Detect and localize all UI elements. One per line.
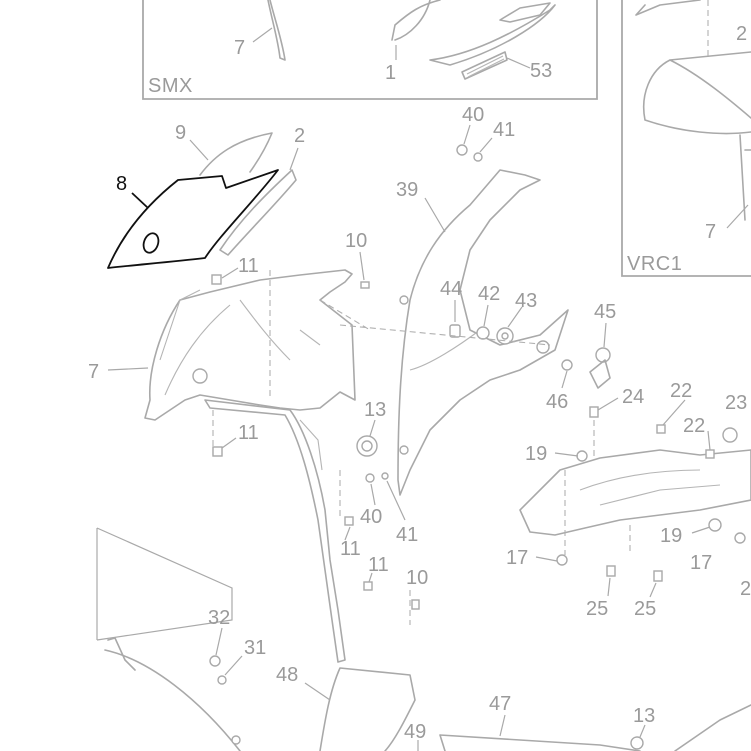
callout-10-top: 10: [345, 230, 367, 252]
side-fairing: [204, 399, 411, 663]
bottom-left-bracket: [96, 527, 233, 641]
smx-inset-label: SMX: [148, 75, 193, 97]
callout-11-a: 11: [238, 255, 259, 277]
callout-10-lower: 10: [406, 567, 428, 589]
part-8-hole: [142, 232, 160, 254]
callout-2-vrc1: 2: [736, 23, 747, 45]
vrc1-inset-frame: [621, 0, 751, 277]
smx-cowl-part: [391, 0, 441, 41]
part-8-leader: [131, 192, 149, 209]
callout-11-c: 11: [340, 538, 361, 560]
clips-lower: 11 11 10: [340, 516, 428, 610]
part-47-strip: [439, 734, 641, 751]
callout-2: 2: [294, 125, 305, 147]
callout-1: 1: [385, 62, 396, 84]
callout-7-smx: 7: [234, 37, 245, 59]
vrc1-inset-label: VRC1: [627, 253, 682, 275]
smx-fairing-part: [267, 0, 286, 61]
callout-40-middle: 40: [360, 506, 382, 528]
smx-decal-53: [461, 51, 508, 80]
upper-fairing-inner-line: [159, 289, 231, 396]
callout-44: 44: [440, 278, 462, 300]
bottom-assembly: 32 31 48 47 49 13 2: [96, 527, 751, 751]
part-2-trim: [219, 169, 297, 256]
smx-inset-frame: [142, 0, 598, 100]
callout-19-right: 19: [660, 525, 682, 547]
lower-cowl-ribs: [579, 469, 721, 506]
part-8-screen-outline: [107, 169, 279, 269]
callout-7-main: 7: [88, 361, 99, 383]
lower-cowl-assembly: 24 22 22 23 19 19 17 17 25 25: [506, 380, 751, 620]
vrc1-fairing-edge: [739, 134, 751, 221]
part-48-belly-pan: [319, 667, 416, 751]
callout-45: 45: [594, 301, 616, 323]
upper-fairing-mount: [192, 368, 208, 384]
callout-13-lower: 13: [633, 705, 655, 727]
windscreen-parts: 9 2: [175, 122, 305, 256]
callout-8: 8: [116, 173, 127, 195]
part-39-outline: [397, 169, 569, 496]
callout-25-left: 25: [586, 598, 608, 620]
callout-41-middle: 41: [396, 524, 418, 546]
vrc1-upper-part: [635, 0, 701, 16]
part-39-fold: [409, 329, 481, 371]
callout-39: 39: [396, 179, 418, 201]
smx-side-panel-detail: [499, 2, 551, 23]
vrc1-inset: VRC1 2 7: [621, 0, 751, 277]
callout-46: 46: [546, 391, 568, 413]
vrc1-fairing-part: [643, 51, 751, 135]
upper-fairing-outline: [144, 269, 356, 421]
callout-49: 49: [404, 721, 426, 743]
callout-17-right: 17: [690, 552, 712, 574]
smx-side-panel-part: [429, 4, 556, 66]
callout-2-right-edge: 2: [740, 578, 751, 600]
callout-43: 43: [515, 290, 537, 312]
upper-fairing-fold: [239, 299, 321, 361]
part-39-panel: 39: [396, 169, 569, 496]
hardware-group-right: 44 42 43 45 46: [339, 278, 616, 413]
hardware-40-41-top: 40 41: [456, 104, 515, 162]
callout-41-top: 41: [493, 119, 515, 141]
lower-fairing-left: [104, 637, 241, 751]
side-fairing-edge: [204, 399, 346, 663]
callout-17-left: 17: [506, 547, 528, 569]
callout-40-top: 40: [462, 104, 484, 126]
callout-11-b: 11: [238, 422, 259, 444]
callout-42: 42: [478, 283, 500, 305]
side-fairing-detail: [299, 419, 323, 471]
clips-upper: 10 11 11: [211, 230, 370, 457]
callout-25-right: 25: [634, 598, 656, 620]
part-9-windscreen: [199, 132, 273, 176]
callout-53: 53: [530, 60, 552, 82]
callout-24: 24: [622, 386, 644, 408]
callout-9: 9: [175, 122, 186, 144]
callout-22-lower: 22: [683, 415, 705, 437]
callout-7-vrc1: 7: [705, 221, 716, 243]
callout-48: 48: [276, 664, 298, 686]
callout-32: 32: [208, 607, 230, 629]
callout-23: 23: [725, 392, 747, 414]
highlighted-part-8: 8: [107, 169, 279, 269]
lower-cowl-outline: [519, 449, 751, 536]
callout-22-upper: 22: [670, 380, 692, 402]
callout-11-d: 11: [368, 554, 389, 576]
smx-inset: SMX 7 1 53: [142, 0, 598, 100]
lower-right-part: [674, 704, 751, 751]
callout-19-left: 19: [525, 443, 547, 465]
screw-44: [449, 324, 461, 338]
upper-fairing-7: 7: [88, 269, 371, 421]
callout-47: 47: [489, 693, 511, 715]
grommet-13-and-bolts: 13 40 41: [356, 399, 418, 546]
callout-13-upper: 13: [364, 399, 386, 421]
callout-31: 31: [244, 637, 266, 659]
